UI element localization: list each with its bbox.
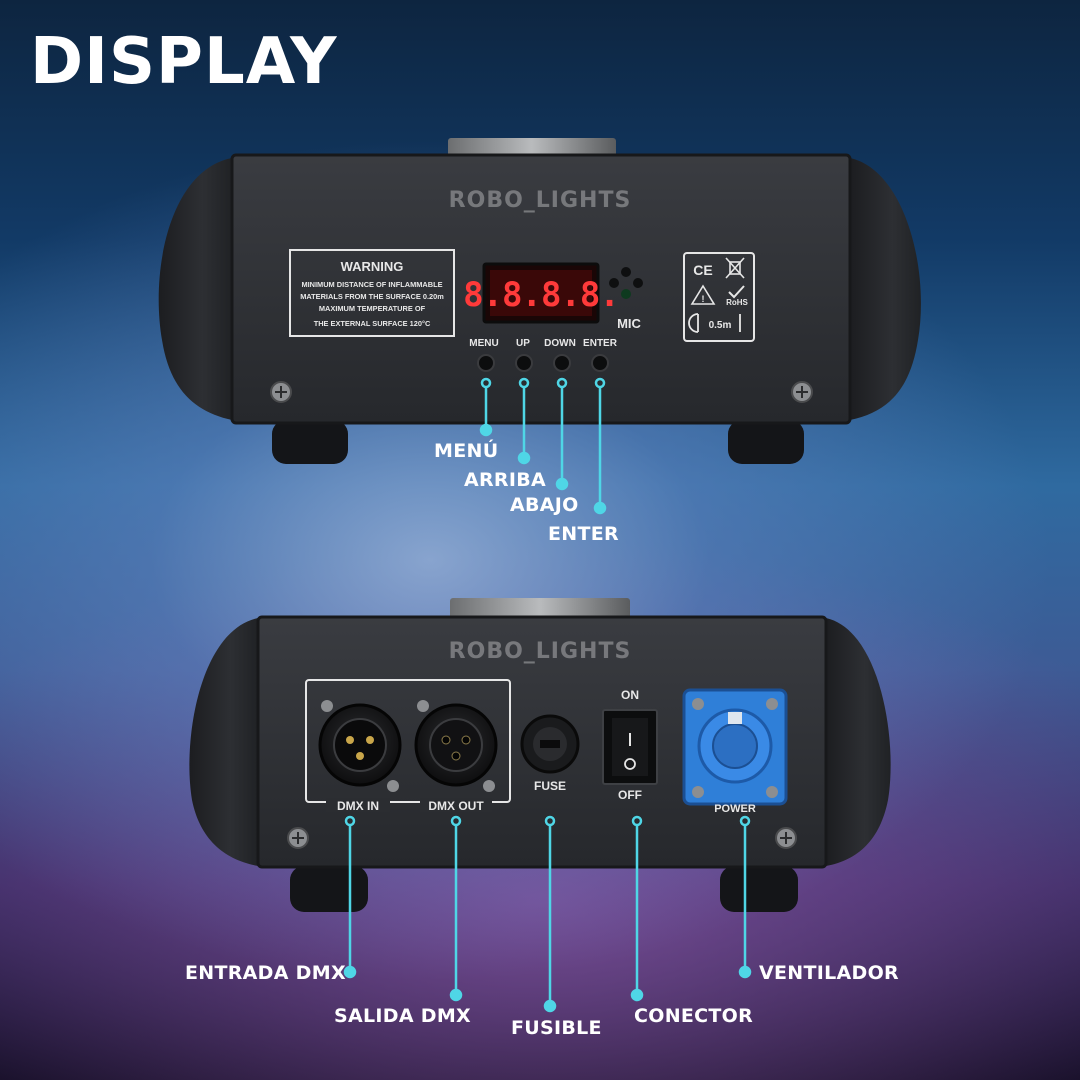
- up-button-label: UP: [516, 338, 530, 349]
- ce-mark: CE: [693, 262, 712, 278]
- fuse-label: FUSE: [534, 779, 566, 793]
- top-unit-right-housing: [850, 158, 921, 420]
- bottom-watermark: ROBO_LIGHTS: [449, 639, 632, 664]
- dmx-in-label-bg: [326, 798, 390, 812]
- fuse-holder[interactable]: [520, 714, 580, 774]
- callout-fan: VENTILADOR: [759, 962, 899, 984]
- weee-bin-icon: [725, 257, 745, 279]
- warning-line-3: MAXIMUM TEMPERATURE OF: [319, 304, 426, 313]
- bottom-unit: ROBO_LIGHTS DMX IN DMX OUT: [189, 598, 891, 912]
- warning-line-4: THE EXTERNAL SURFACE 120°C: [314, 319, 431, 328]
- dmx-out-label-bg: [420, 798, 492, 812]
- switch-on-label: ON: [621, 688, 639, 702]
- svg-text:!: !: [702, 294, 705, 304]
- bottom-unit-lens-ring: [450, 598, 630, 620]
- screw-icon: [270, 381, 292, 403]
- menu-button-label: MENU: [469, 338, 498, 349]
- dmx-in-label: DMX IN: [337, 799, 379, 813]
- dmx-out-xlr-connector[interactable]: [414, 700, 498, 792]
- switch-off-label: OFF: [618, 788, 642, 802]
- top-unit: ROBO_LIGHTS WARNING MINIMUM DISTANCE OF …: [158, 138, 921, 464]
- screw-icon: [287, 827, 309, 849]
- enter-button[interactable]: [591, 354, 609, 372]
- menu-button[interactable]: [477, 354, 495, 372]
- warning-line-1: MINIMUM DISTANCE OF INFLAMMABLE: [301, 280, 442, 289]
- warning-line-2: MATERIALS FROM THE SURFACE 0.20m: [300, 292, 444, 301]
- distance-icon: [688, 313, 741, 333]
- rohs-mark: RoHS: [726, 298, 748, 307]
- bottom-unit-foot-right: [720, 866, 798, 912]
- callout-dmx-in: ENTRADA DMX: [185, 962, 346, 984]
- dmx-in-xlr-connector[interactable]: [318, 700, 402, 792]
- bottom-unit-right-housing: [826, 618, 891, 866]
- led-display-readout: 8.8.8.8.: [463, 275, 619, 315]
- callout-fuse: FUSIBLE: [511, 1017, 602, 1039]
- warning-label: [289, 249, 455, 337]
- mic-label: MIC: [617, 316, 641, 331]
- switch-off-symbol: [624, 758, 636, 770]
- top-unit-left-housing: [158, 158, 232, 420]
- top-unit-foot-right: [728, 420, 804, 464]
- top-callout-lines: [479, 377, 607, 515]
- powercon-connector[interactable]: [682, 688, 788, 806]
- power-switch-rocker: [612, 718, 648, 776]
- dmx-connector-frame: [305, 679, 511, 803]
- certification-label: [683, 252, 755, 342]
- checkmark-icon: [728, 285, 745, 299]
- bottom-unit-foot-left: [290, 866, 368, 912]
- page-title: DISPLAY: [30, 25, 338, 99]
- enter-button-label: ENTER: [583, 338, 618, 349]
- callout-menu: MENÚ: [434, 440, 499, 462]
- bottom-unit-left-housing: [189, 618, 258, 866]
- callout-down: ABAJO: [510, 494, 579, 516]
- led-display-window: [490, 270, 592, 316]
- down-button[interactable]: [553, 354, 571, 372]
- up-button[interactable]: [515, 354, 533, 372]
- callout-dmx-out: SALIDA DMX: [334, 1005, 471, 1027]
- down-button-label: DOWN: [544, 338, 576, 349]
- distance-mark: 0.5m: [709, 320, 732, 331]
- callout-up: ARRIBA: [464, 469, 547, 491]
- mic-icon: [609, 267, 643, 299]
- top-unit-foot-left: [272, 420, 348, 464]
- bottom-callout-lines: [343, 815, 752, 1013]
- power-label: POWER: [714, 803, 756, 815]
- callout-enter: ENTER: [548, 523, 619, 545]
- dmx-out-label: DMX OUT: [428, 799, 484, 813]
- screw-icon: [791, 381, 813, 403]
- callout-connector: CONECTOR: [634, 1005, 754, 1027]
- screw-icon: [775, 827, 797, 849]
- warning-heading: WARNING: [341, 259, 404, 274]
- top-watermark: ROBO_LIGHTS: [449, 188, 632, 213]
- warning-triangle-icon: !: [690, 284, 716, 305]
